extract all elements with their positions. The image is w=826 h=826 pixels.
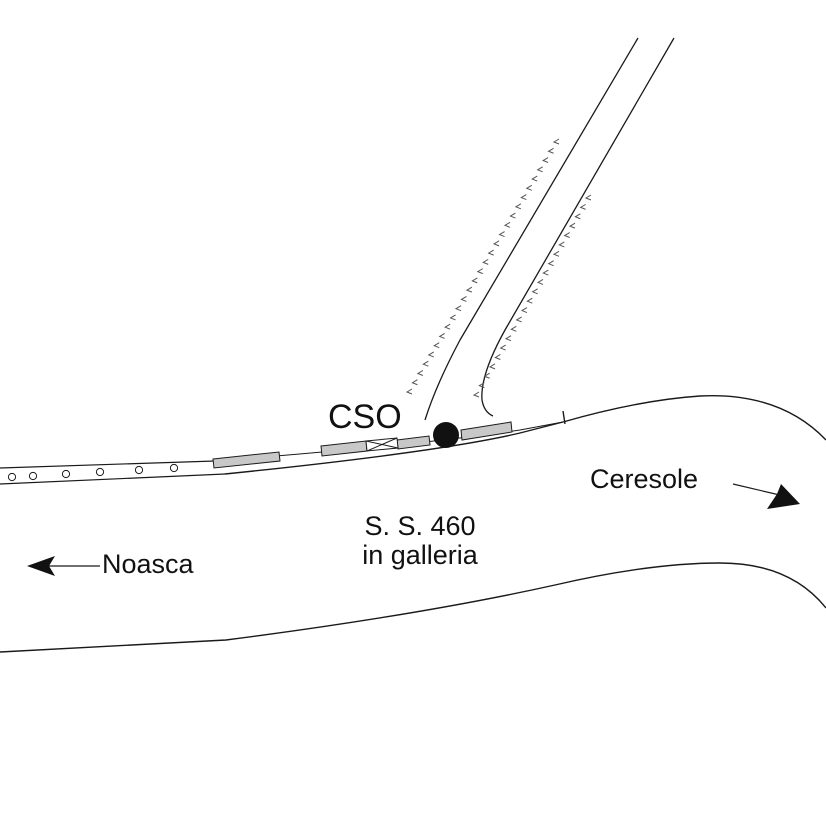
structures [212,421,513,469]
hachure-mark [531,175,538,182]
hachure-mark [478,382,485,389]
road-label: S. S. 460 in galleria [330,511,510,571]
hachure-mark [454,305,462,312]
embankment-hachures-right [472,194,592,398]
hachure-mark [547,260,554,267]
valley-road-left-edge [424,37,639,421]
road-label-line1: S. S. 460 [364,511,476,541]
hachure-mark [552,138,560,145]
hachure-mark [541,157,549,163]
hachure-mark [465,286,473,293]
structure-block-2 [320,440,368,457]
hachure-mark [542,269,549,276]
hachure-mark [520,307,528,314]
track-circle [169,463,179,473]
destination-right-label: Ceresole [590,464,699,494]
structure-block-3 [396,435,431,450]
hachure-mark [422,360,429,367]
hachure-mark [449,314,456,321]
track-circle [61,469,71,479]
hachure-mark [558,241,565,248]
station-dot-icon [433,422,459,448]
hachure-mark [503,221,511,228]
hachure-mark [433,342,440,349]
hachure-mark [552,250,560,257]
hachure-mark [498,231,505,238]
hachure-mark [438,333,445,339]
hachure-mark [520,194,527,201]
tunnel-lower-wall [0,562,826,653]
hachure-mark [427,351,435,358]
hachure-mark [574,213,581,220]
hachure-mark [563,232,570,238]
hachure-mark [460,295,467,302]
arrow-left-icon [27,556,100,576]
station-label: CSO [328,398,402,436]
arrow-right-icon [732,483,800,509]
hachure-mark [494,354,501,360]
hachure-mark [499,344,506,351]
hachure-mark [536,166,543,173]
hachure-mark [416,370,424,376]
structure-block-1 [212,451,281,469]
track-circles [7,463,179,482]
tunnel-upper-wall [224,421,564,475]
track-upper-edge [0,460,216,469]
hachure-mark [531,288,538,295]
road-label-line2: in galleria [362,540,478,571]
destination-left-label: Noasca [102,549,194,579]
embankment-hachures-left [405,138,560,395]
track-lower-edge [0,473,226,485]
hachure-mark [568,222,576,229]
hachure-mark [510,325,517,332]
hachure-mark [514,203,522,210]
hachure-mark [547,147,554,154]
hachure-mark [476,268,484,275]
hachure-mark [515,316,522,323]
hachure-mark [536,279,544,285]
hachure-mark [488,363,496,370]
hachure-mark [411,379,418,386]
track-circle [28,471,38,481]
service-end-tick [562,410,566,425]
hachure-mark [584,194,592,201]
hachure-mark [482,258,489,265]
hachure-mark [471,277,478,284]
tunnel-upper-wall-right [562,394,826,441]
hachure-mark [509,212,516,219]
structure-block-4 [460,421,513,441]
track-circle [95,467,105,477]
hachure-mark [405,388,413,395]
hachure-mark [525,184,533,191]
track-circle [134,465,144,475]
hachure-mark [472,391,480,398]
hachure-mark [579,203,586,210]
hachure-mark [483,372,490,379]
hachure-mark [526,297,533,304]
valley-road-right-edge [481,37,675,417]
track-circle [7,472,17,482]
hachure-mark [443,323,451,330]
hachure-mark [487,249,494,256]
crossed-box-symbol [365,437,399,452]
hachure-mark [504,335,512,342]
hachure-mark [492,240,500,247]
